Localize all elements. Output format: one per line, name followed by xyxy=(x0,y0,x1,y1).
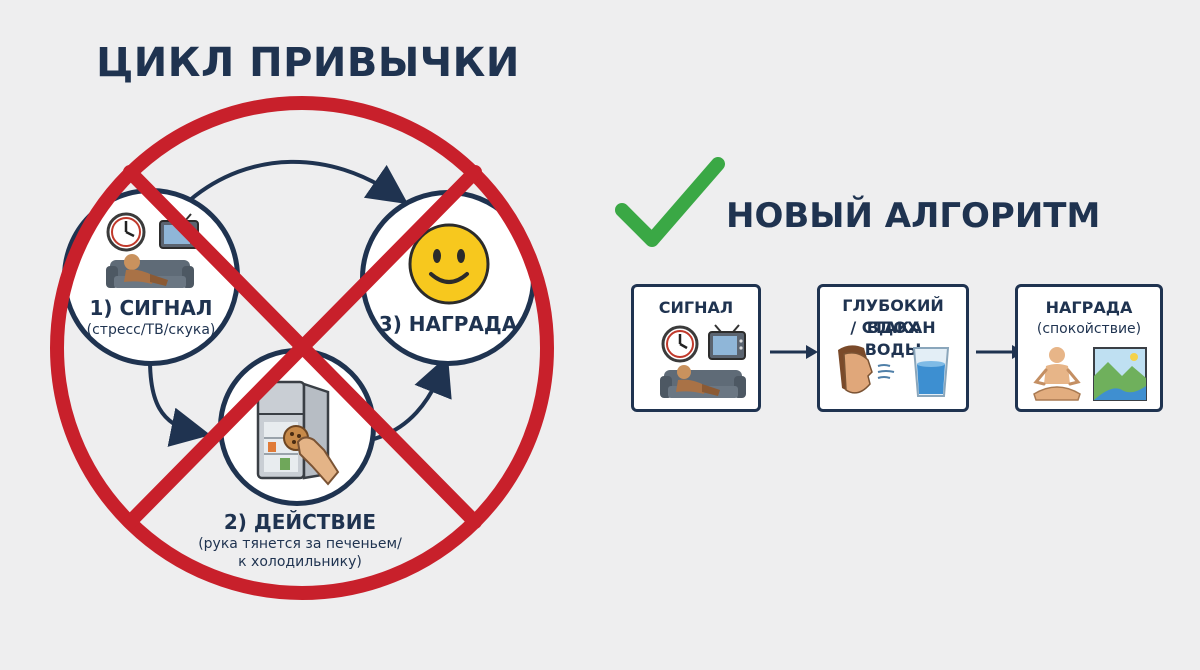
action-sub-line1: (рука тянется за печеньем/ xyxy=(198,536,402,552)
step-reward-sub: (спокойствие) xyxy=(1036,321,1142,337)
clock-icon xyxy=(661,325,699,363)
signal-label: 1) СИГНАЛ xyxy=(89,296,213,320)
step-signal-title: СИГНАЛ xyxy=(658,298,734,317)
step-arrow-1 xyxy=(770,345,818,359)
tv-icon xyxy=(708,324,746,360)
reward-label: 3) НАГРАДА xyxy=(378,312,518,336)
meditation-icon xyxy=(1033,347,1081,401)
landscape-icon xyxy=(1093,347,1147,401)
hand-icon xyxy=(296,436,340,486)
couch-person-icon xyxy=(106,254,194,288)
habit-loop-title: ЦИКЛ ПРИВЫЧКИ xyxy=(96,40,520,86)
couch-person-icon xyxy=(660,365,746,398)
water-glass-icon xyxy=(912,347,950,397)
action-label: 2) ДЕЙСТВИЕ xyxy=(223,510,377,534)
signal-sub: (стресс/ТВ/скука) xyxy=(86,322,216,338)
step-breath-title-line1: ГЛУБОКИЙ ВДОХ xyxy=(842,296,944,337)
arrow-signal-to-reward xyxy=(188,159,409,205)
smiley-icon xyxy=(408,223,490,305)
checkmark-icon xyxy=(615,157,725,247)
step-reward-title: НАГРАДА xyxy=(1045,298,1133,317)
new-algorithm-title: НОВЫЙ АЛГОРИТМ xyxy=(726,196,1101,236)
arrow-signal-to-action xyxy=(148,359,211,447)
action-sub-line2: к холодильнику) xyxy=(238,554,362,570)
clock-icon xyxy=(106,212,146,252)
breath-face-icon xyxy=(838,345,895,394)
step-breath-title-line2: / СТАКАН ВОДЫ xyxy=(850,318,936,359)
